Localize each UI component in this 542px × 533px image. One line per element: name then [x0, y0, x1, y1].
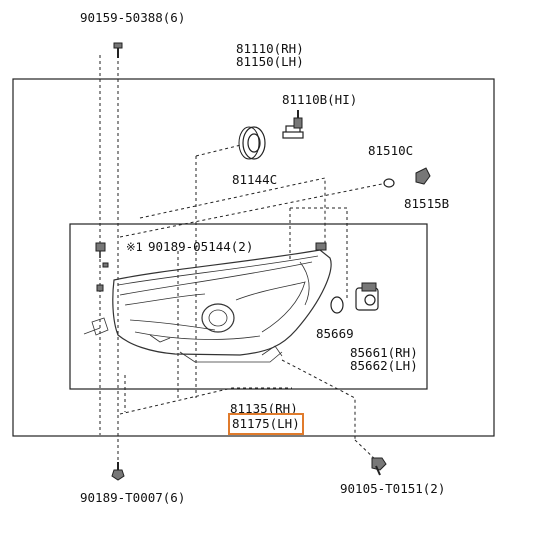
- cover-icon[interactable]: [238, 126, 266, 160]
- label-socket-small: 81515B: [404, 196, 449, 211]
- label-bulb-hi: 81110B(HI): [282, 92, 357, 107]
- label-gasket: 85669: [316, 326, 354, 341]
- actuator-icon[interactable]: [355, 282, 379, 311]
- hi-bulb-icon[interactable]: [282, 110, 304, 139]
- label-actuator-rh: 85661(RH): [350, 345, 418, 360]
- label-clip: 90189-05144(2): [148, 239, 253, 254]
- label-assembly-lh: 81150(LH): [236, 54, 304, 69]
- outer-assembly-frame: [12, 78, 495, 437]
- screw-left-icon[interactable]: [111, 462, 125, 481]
- label-housing-rh: 81135(RH): [230, 401, 298, 416]
- screw-top-icon[interactable]: [113, 42, 123, 58]
- gasket-icon[interactable]: [330, 296, 344, 314]
- label-housing-lh[interactable]: 81175(LH): [232, 416, 300, 431]
- label-assembly-rh: 81110(RH): [236, 41, 304, 56]
- label-clip-marker: ※1: [126, 240, 143, 254]
- small-bulb-icon[interactable]: [383, 178, 395, 188]
- housing-lh-highlight-frame: [228, 413, 304, 435]
- screw-right-icon[interactable]: [371, 457, 387, 476]
- label-actuator-lh: 85662(LH): [350, 358, 418, 373]
- housing-lh-highlight: [229, 414, 303, 434]
- headlamp-icon[interactable]: [83, 242, 332, 363]
- clip-lower-icon: [96, 262, 109, 292]
- label-screw-top: 90159-50388(6): [80, 10, 185, 25]
- clip-icon[interactable]: [95, 242, 106, 258]
- inner-housing-frame: [69, 223, 428, 390]
- socket-icon[interactable]: [415, 167, 431, 185]
- label-bulb-small: 81510C: [368, 143, 413, 158]
- label-screw-left: 90189-T0007(6): [80, 490, 185, 505]
- label-screw-right: 90105-T0151(2): [340, 481, 445, 496]
- label-cover: 81144C: [232, 172, 277, 187]
